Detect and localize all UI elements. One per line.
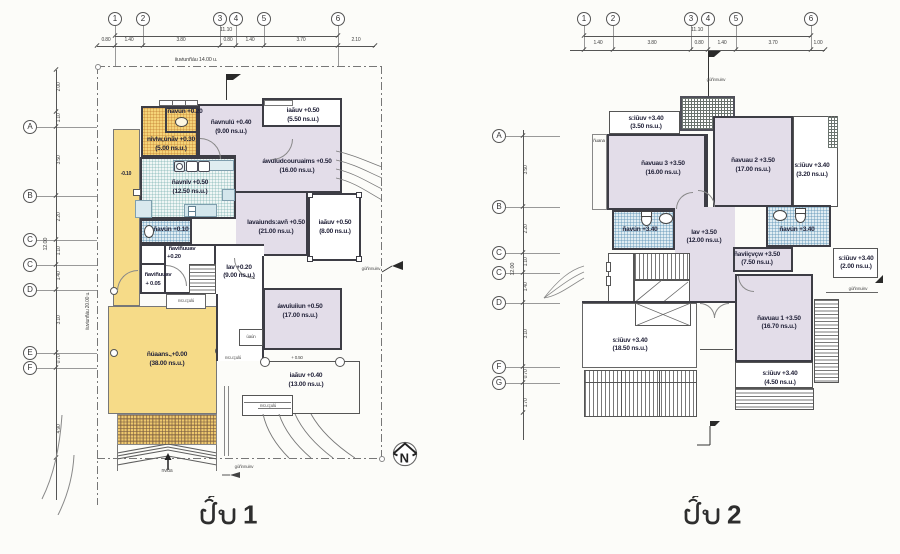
svg-text:1: 1 bbox=[243, 500, 257, 530]
svg-text:N: N bbox=[400, 451, 409, 466]
svg-text:2: 2 bbox=[727, 500, 741, 530]
